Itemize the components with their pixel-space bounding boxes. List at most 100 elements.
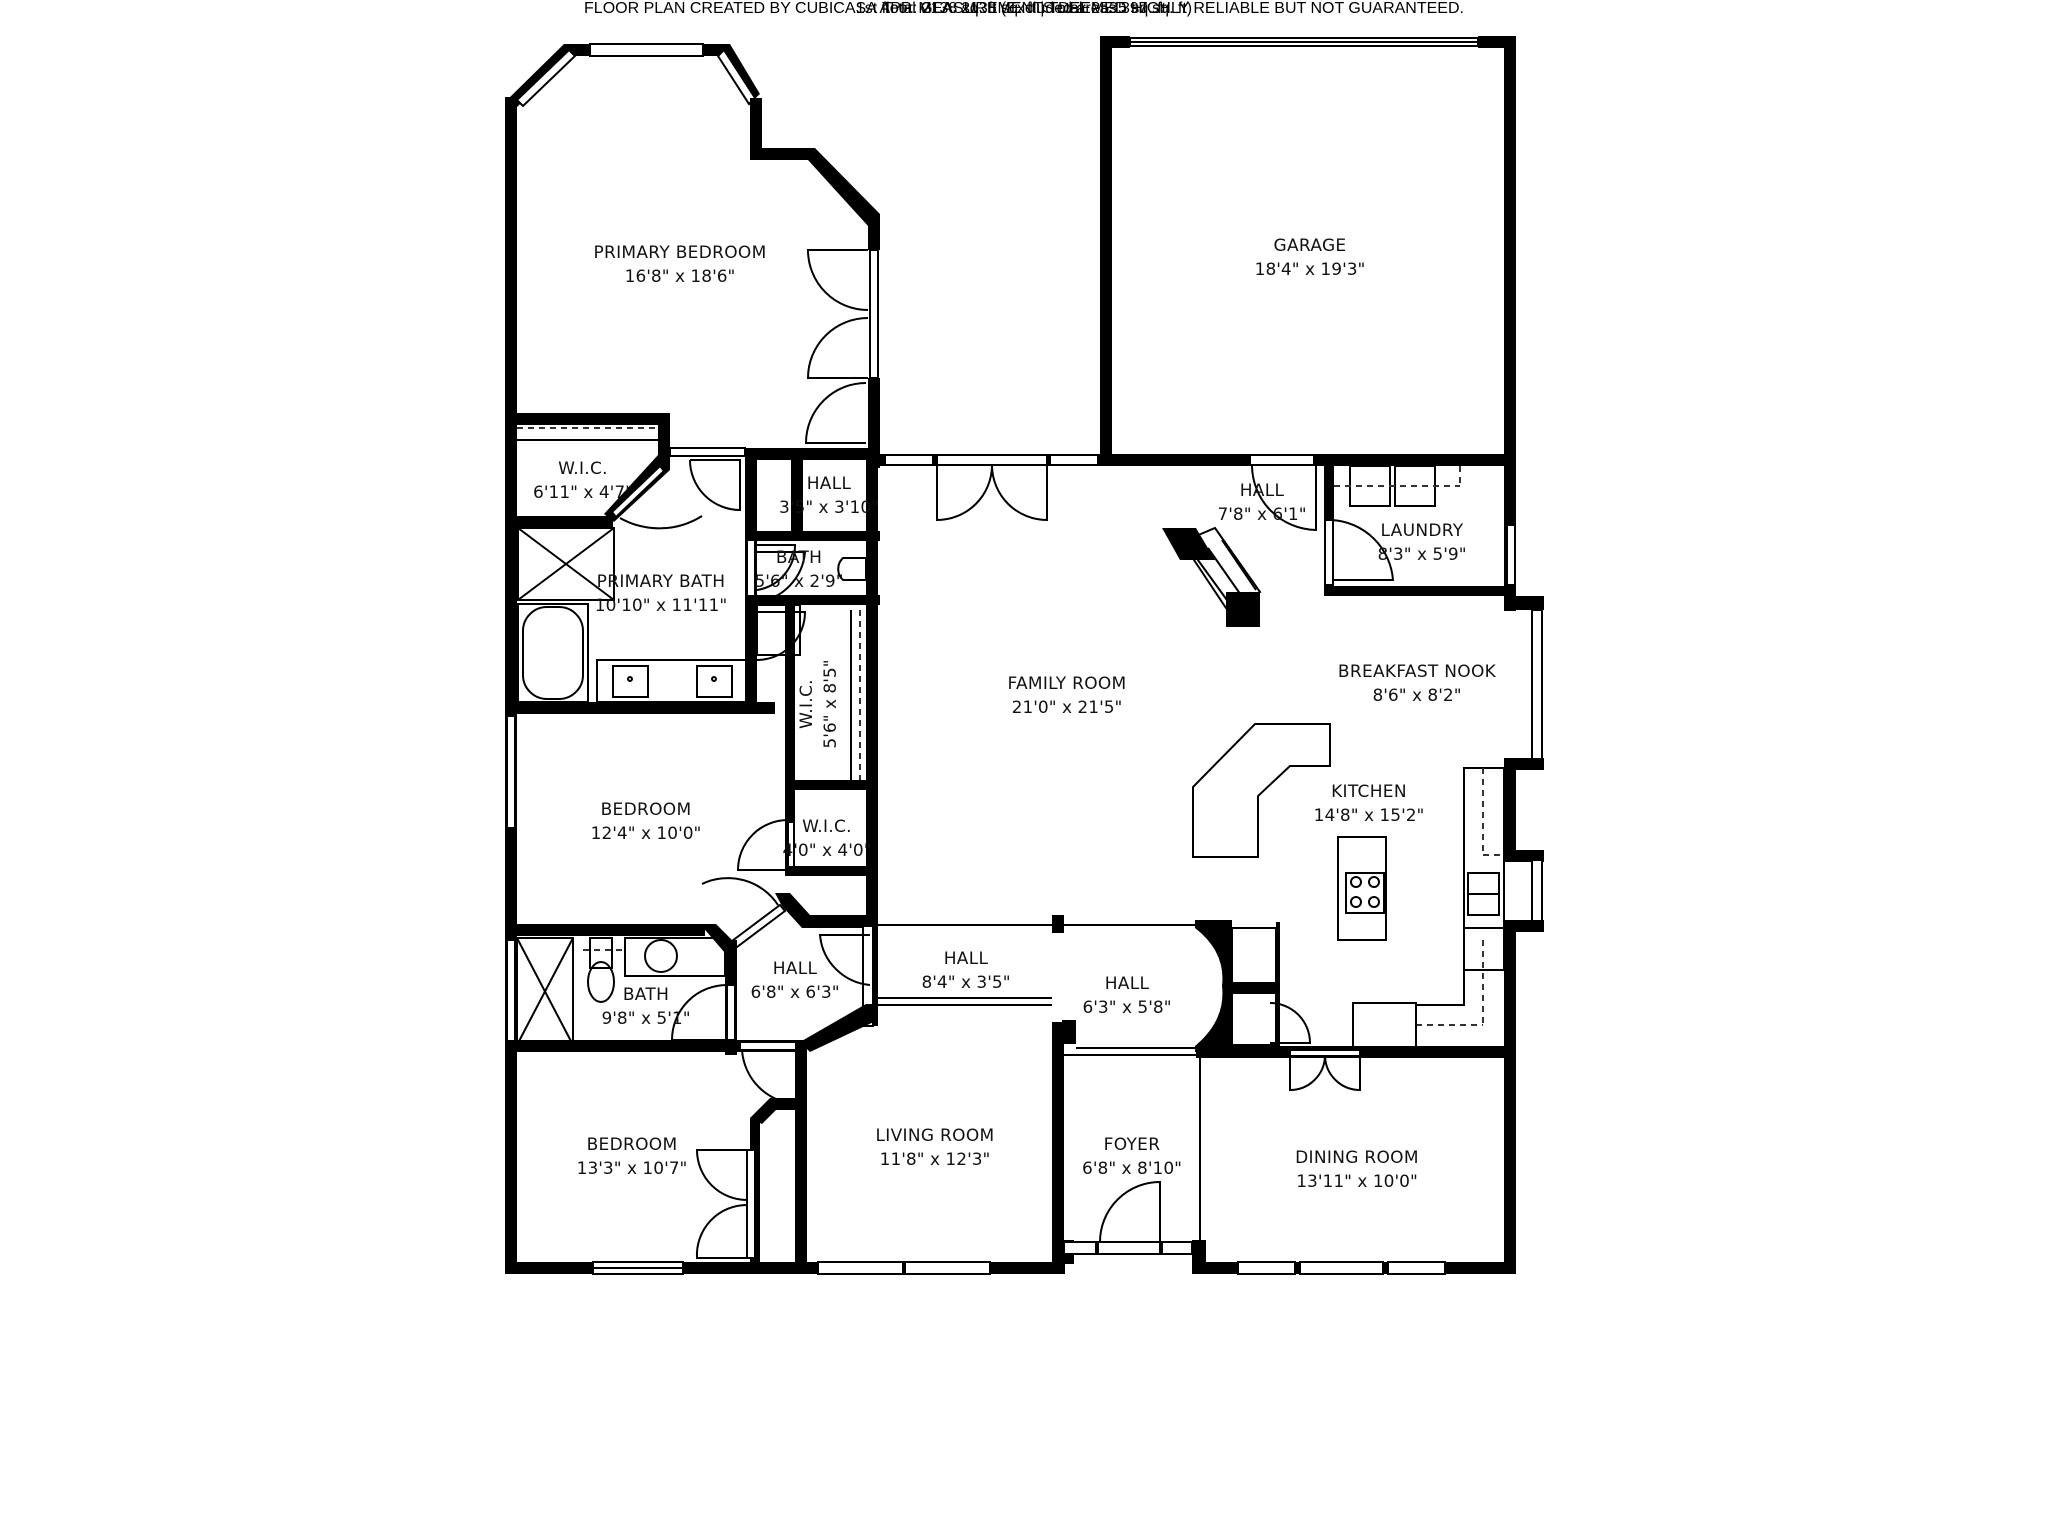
room-label-breakfast-nook: BREAKFAST NOOK 8'6" x 8'2" — [1338, 662, 1497, 706]
room-dimensions: 4'0" x 4'0" — [782, 841, 871, 861]
bathtub-icon — [522, 606, 584, 700]
room-name: PRIMARY BEDROOM — [593, 243, 766, 263]
room-labels: PRIMARY BEDROOM 16'8" x 18'6" GARAGE 18'4" … — [533, 236, 1497, 1192]
floor-area-summary: 1st floor: 2138 sq. ft (Excluded areas 3… — [855, 0, 1193, 17]
fireplace-icon — [1162, 528, 1215, 560]
room-label-hall-small: HALL 3'5" x 3'10" — [779, 474, 879, 518]
room-name: GARAGE — [1274, 236, 1347, 256]
room-name: BEDROOM — [587, 1135, 678, 1155]
room-name: KITCHEN — [1331, 782, 1407, 802]
room-dimensions: 8'4" x 3'5" — [921, 973, 1010, 993]
room-dimensions: 6'3" x 5'8" — [1082, 998, 1171, 1018]
primary-bedroom-walls — [505, 43, 880, 1272]
center-column-walls — [736, 448, 880, 888]
room-label-bedroom-3: BEDROOM 13'3" x 10'7" — [577, 1135, 688, 1179]
room-name: FAMILY ROOM — [1007, 674, 1126, 694]
kitchen-island — [1337, 836, 1387, 941]
room-dimensions: 6'8" x 8'10" — [1082, 1159, 1182, 1179]
toilet-icon — [837, 557, 867, 581]
room-dimensions: 7'8" x 6'1" — [1217, 505, 1306, 525]
room-dimensions: 18'4" x 19'3" — [1255, 260, 1366, 280]
bath-hall-fixtures — [505, 937, 805, 1055]
bay-window-right — [716, 48, 757, 106]
room-dimensions: 8'3" x 5'9" — [1377, 545, 1466, 565]
room-label-foyer: FOYER 6'8" x 8'10" — [1082, 1135, 1182, 1179]
room-dimensions: 5'6" x 8'5" — [821, 659, 841, 748]
room-name: HALL — [944, 949, 989, 969]
garage-walls — [1100, 36, 1516, 611]
dining-room-walls — [1196, 920, 1516, 1275]
front-door — [1097, 1241, 1161, 1255]
room-label-laundry: LAUNDRY 8'3" x 5'9" — [1377, 521, 1466, 565]
primary-bath-fixtures — [505, 447, 807, 714]
room-dimensions: 9'8" x 5'1" — [601, 1009, 690, 1029]
room-name: HALL — [773, 959, 818, 979]
room-name: PRIMARY BATH — [597, 572, 726, 592]
living-room-walls — [795, 915, 1065, 1275]
room-dimensions: 5'6" x 2'9" — [754, 572, 843, 592]
hall-foyer-walls — [1052, 915, 1312, 1052]
room-dimensions: 13'3" x 10'7" — [577, 1159, 688, 1179]
bay-window-left — [515, 48, 577, 108]
room-name: DINING ROOM — [1295, 1148, 1419, 1168]
room-dimensions: 21'0" x 21'5" — [1012, 698, 1123, 718]
room-dimensions: 16'8" x 18'6" — [625, 267, 736, 287]
room-name: BEDROOM — [601, 800, 692, 820]
room-label-living-room: LIVING ROOM 11'8" x 12'3" — [876, 1126, 995, 1170]
room-label-hall-foyer: HALL 6'3" x 5'8" — [1082, 974, 1171, 1018]
foyer-walls — [1062, 1054, 1206, 1274]
room-label-family-room: FAMILY ROOM 21'0" x 21'5" — [1007, 674, 1126, 718]
room-name: LAUNDRY — [1381, 521, 1464, 541]
room-label-wic-primary: W.I.C. 6'11" x 4'7" — [533, 459, 633, 503]
kitchen-walls — [1192, 609, 1544, 1048]
wic-primary-walls — [505, 413, 703, 530]
room-name: BATH — [623, 985, 669, 1005]
room-dimensions: 10'10" x 11'11" — [595, 596, 727, 616]
room-name: HALL — [1105, 974, 1150, 994]
room-name: HALL — [807, 474, 852, 494]
room-name: FOYER — [1104, 1135, 1161, 1155]
room-label-bath-half: BATH 5'6" x 2'9" — [754, 548, 843, 592]
sink-icon — [612, 665, 649, 698]
room-dimensions: 12'4" x 10'0" — [591, 824, 702, 844]
room-dimensions: 11'8" x 12'3" — [880, 1150, 991, 1170]
room-name: BREAKFAST NOOK — [1338, 662, 1497, 682]
room-dimensions: 6'11" x 4'7" — [533, 483, 633, 503]
toilet-icon — [587, 961, 615, 1003]
total-area-summary: Total GLA: 2138 sq. ft | Total: 2535 sq.… — [881, 0, 1167, 17]
room-label-primary-bedroom: PRIMARY BEDROOM 16'8" x 18'6" — [593, 243, 766, 287]
room-label-primary-bath: PRIMARY BATH 10'10" x 11'11" — [595, 572, 727, 616]
primary-bedroom-window — [589, 43, 704, 57]
room-label-wic-vertical: W.I.C.5'6" x 8'5" — [797, 659, 841, 748]
bedroom-3-walls — [505, 1098, 805, 1275]
sink-icon — [644, 939, 678, 973]
room-name: LIVING ROOM — [876, 1126, 995, 1146]
room-label-bath-hall: BATH 9'8" x 5'1" — [601, 985, 690, 1029]
disclaimer: FLOOR PLAN CREATED BY CUBICASA APP. MEAS… — [584, 0, 1464, 17]
breakfast-bar — [1192, 723, 1331, 858]
room-label-hall-garage: HALL 7'8" x 6'1" — [1217, 481, 1306, 525]
room-name: W.I.C. — [802, 817, 852, 837]
room-name: W.I.C. — [797, 679, 817, 729]
room-name: BATH — [776, 548, 822, 568]
room-name: HALL — [1240, 481, 1285, 501]
range-icon — [1352, 1002, 1417, 1048]
family-room-walls — [868, 454, 1262, 627]
shower-icon — [517, 527, 615, 601]
garage-entry-door — [1249, 454, 1315, 466]
room-dimensions: 3'5" x 3'10" — [779, 498, 879, 518]
room-label-wic-small: W.I.C. 4'0" x 4'0" — [782, 817, 871, 861]
laundry-walls — [1251, 462, 1544, 610]
sink-icon — [696, 665, 733, 698]
room-dimensions: 8'6" x 8'2" — [1372, 686, 1461, 706]
room-name: W.I.C. — [558, 459, 608, 479]
cooktop-icon — [1345, 872, 1385, 914]
kitchen-sink-icon — [1467, 872, 1500, 895]
room-dimensions: 14'8" x 15'2" — [1314, 806, 1425, 826]
room-label-garage: GARAGE 18'4" x 19'3" — [1255, 236, 1366, 280]
room-label-hall-mid: HALL 8'4" x 3'5" — [921, 949, 1010, 993]
room-label-kitchen: KITCHEN 14'8" x 15'2" — [1314, 782, 1425, 826]
